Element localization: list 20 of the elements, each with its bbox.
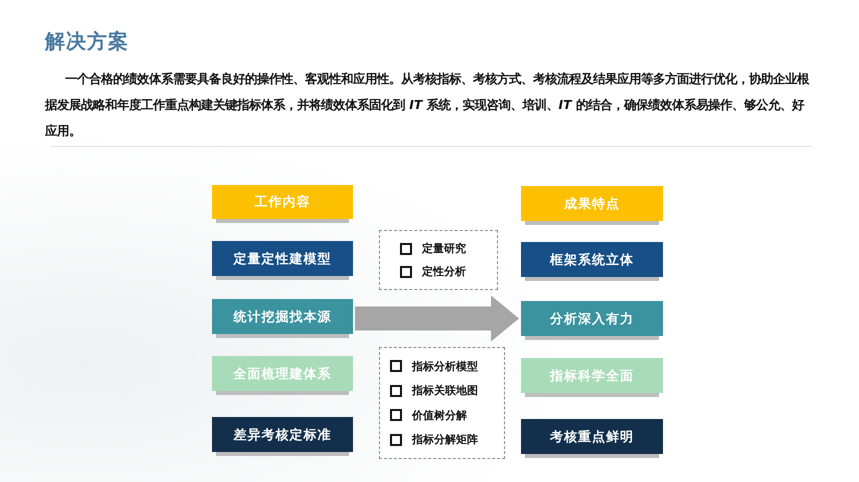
- process-box: 工作内容: [212, 185, 353, 219]
- process-box: 考核重点鲜明: [521, 419, 663, 454]
- dashed-box: [379, 230, 498, 290]
- process-box: 统计挖掘找本源: [212, 299, 353, 334]
- title: 解决方案: [45, 28, 129, 55]
- list-item: 定性分析: [422, 264, 466, 279]
- process-box: 指标科学全面: [521, 358, 663, 393]
- dashed-box: [379, 347, 505, 459]
- process-box: 分析深入有力: [521, 301, 663, 336]
- process-box: 差异考核定标准: [212, 417, 353, 452]
- paragraph: 一个合格的绩效体系需要具备良好的操作性、客观性和应用性。从考核指标、考核方式、考核流程及结果应用等多方面进行优化，协助企业根据发展战略和年度工作重点构建关键指标体系，并将绩效体系固化到 IT 系统，实现咨询、培训、IT 的结合，确保绩效体系易操作、够公允、好应用。: [45, 71, 810, 140]
- list-item: 指标分析模型: [412, 358, 478, 374]
- list-item: 价值树分解: [412, 408, 467, 423]
- process-box: 定量定性建模型: [212, 241, 353, 276]
- list-item: 指标分解矩阵: [412, 432, 478, 448]
- process-box: 框架系统立体: [521, 242, 663, 277]
- list-item: 定量研究: [422, 241, 466, 256]
- process-box: 成果特点: [521, 186, 663, 221]
- list-item: 指标关联地图: [412, 383, 478, 398]
- process-box: 全面梳理建体系: [212, 356, 353, 391]
